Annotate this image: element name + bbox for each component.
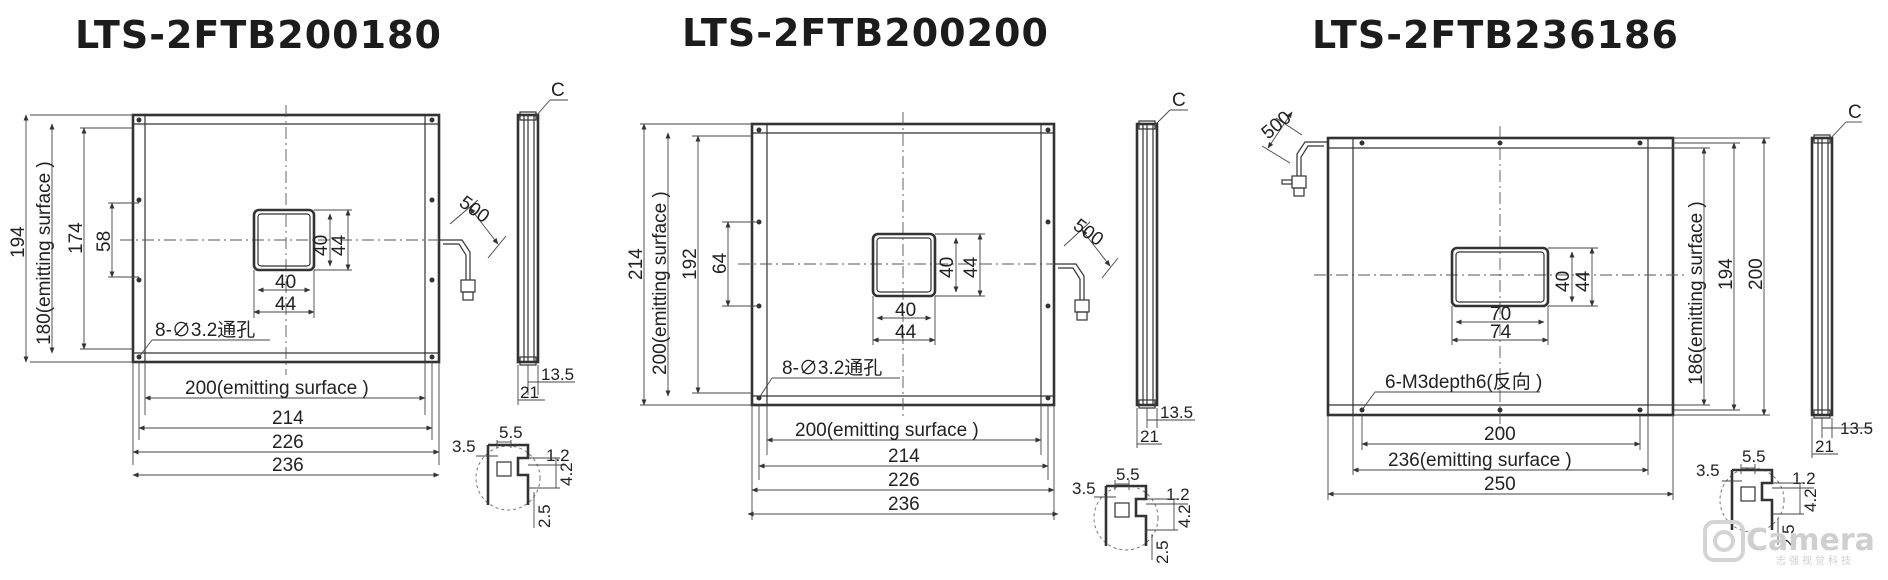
svg-text:4.2: 4.2 [557, 462, 576, 486]
title-model-3: LTS-2FTB236186 [1312, 13, 1679, 57]
hole-spec-label: 6-M3depth6(反向 ) [1385, 371, 1542, 393]
side-view: C 13.5 21 [516, 80, 575, 405]
svg-text:226: 226 [888, 470, 920, 491]
drawing-1: 40 44 40 44 194 180(emitting surface ) 1… [8, 80, 576, 528]
svg-text:200(emitting surface ): 200(emitting surface ) [185, 378, 369, 399]
svg-text:3.5: 3.5 [452, 437, 476, 456]
svg-text:C: C [1172, 90, 1186, 111]
svg-text:200(emitting surface ): 200(emitting surface ) [795, 420, 979, 441]
svg-text:200: 200 [1484, 424, 1516, 445]
drawing-3: 70 74 40 44 186(emitting surface ) 194 2… [1258, 102, 1873, 548]
svg-text:志强视觉科技: 志强视觉科技 [1776, 554, 1854, 567]
center-window [252, 208, 316, 272]
svg-text:5.5: 5.5 [499, 423, 523, 442]
svg-text:174: 174 [66, 222, 87, 254]
svg-text:2.5: 2.5 [535, 504, 554, 528]
svg-text:C: C [1848, 102, 1862, 123]
svg-text:74: 74 [1490, 322, 1512, 343]
hole-spec-label: 8-∅3.2通孔 [782, 357, 882, 379]
svg-text:21: 21 [1815, 437, 1834, 456]
svg-text:40: 40 [937, 257, 958, 278]
svg-text:5.5: 5.5 [1742, 447, 1766, 466]
svg-text:192: 192 [680, 248, 701, 280]
svg-text:3.5: 3.5 [1696, 461, 1720, 480]
cable [1296, 141, 1328, 176]
svg-text:1.2: 1.2 [1792, 469, 1816, 488]
svg-text:214: 214 [272, 408, 304, 429]
side-view: C 13.5 21 [1810, 102, 1873, 458]
svg-text:44: 44 [329, 234, 350, 256]
svg-text:226: 226 [272, 432, 304, 453]
drawing-2: 40 44 40 44 214 200(emitting surface ) 1… [626, 90, 1195, 564]
detail-view: 3.5 5.5 1.2 4.2 2.5 [1072, 465, 1194, 564]
svg-text:236: 236 [888, 494, 920, 515]
svg-text:70: 70 [1490, 304, 1511, 325]
svg-text:13.5: 13.5 [1840, 419, 1873, 438]
watermark-logo: Camera 志强视觉科技 [1703, 520, 1875, 567]
center-window [871, 232, 937, 298]
cable-length: 500 [1069, 215, 1107, 251]
svg-text:236(emitting surface ): 236(emitting surface ) [1388, 450, 1572, 471]
svg-text:236: 236 [272, 455, 304, 476]
svg-text:44: 44 [275, 294, 297, 315]
svg-text:186(emitting surface ): 186(emitting surface ) [1686, 201, 1707, 385]
svg-text:21: 21 [520, 383, 539, 402]
svg-text:13.5: 13.5 [541, 365, 574, 384]
hole-spec-label: 8-∅3.2通孔 [155, 319, 255, 341]
title-model-2: LTS-2FTB200200 [682, 11, 1049, 55]
svg-text:1.2: 1.2 [546, 446, 570, 465]
svg-text:21: 21 [1140, 427, 1159, 446]
svg-text:3.5: 3.5 [1072, 479, 1096, 498]
detail-view: 3.5 5.5 1.2 4.2 2.5 [1696, 447, 1820, 548]
svg-text:214: 214 [626, 248, 647, 280]
svg-text:180(emitting surface ): 180(emitting surface ) [34, 161, 55, 345]
svg-text:40: 40 [275, 272, 296, 293]
cable [1054, 263, 1085, 300]
svg-text:200(emitting surface ): 200(emitting surface ) [650, 191, 671, 375]
svg-text:194: 194 [1716, 258, 1737, 290]
cable-length: 500 [1258, 107, 1296, 143]
svg-text:1.2: 1.2 [1166, 485, 1190, 504]
svg-text:58: 58 [94, 231, 115, 252]
svg-text:2.5: 2.5 [1779, 524, 1798, 548]
svg-text:2.5: 2.5 [1153, 540, 1172, 564]
svg-text:44: 44 [895, 322, 917, 343]
center-window [1450, 246, 1550, 308]
svg-text:40: 40 [895, 300, 916, 321]
svg-text:Camera: Camera [1746, 523, 1875, 558]
detail-view: 3.5 5.5 1.2 4.2 2.5 [452, 423, 576, 528]
svg-text:4.2: 4.2 [1801, 488, 1820, 512]
svg-text:40: 40 [311, 235, 332, 256]
title-model-1: LTS-2FTB200180 [75, 13, 442, 57]
svg-text:214: 214 [888, 446, 920, 467]
svg-text:194: 194 [8, 226, 29, 258]
svg-text:13.5: 13.5 [1160, 403, 1193, 422]
cable [439, 239, 471, 280]
plate-outline [1326, 136, 1675, 417]
svg-text:250: 250 [1484, 474, 1516, 495]
svg-text:44: 44 [961, 256, 982, 278]
cable-length: 500 [455, 192, 493, 228]
svg-text:4.2: 4.2 [1175, 504, 1194, 528]
svg-text:200: 200 [1746, 258, 1767, 290]
svg-text:64: 64 [710, 252, 731, 274]
svg-text:5.5: 5.5 [1116, 465, 1140, 484]
svg-text:C: C [551, 80, 565, 101]
side-view: C 13.5 21 [1135, 90, 1195, 448]
svg-text:40: 40 [1553, 271, 1574, 292]
svg-text:44: 44 [1573, 270, 1594, 292]
